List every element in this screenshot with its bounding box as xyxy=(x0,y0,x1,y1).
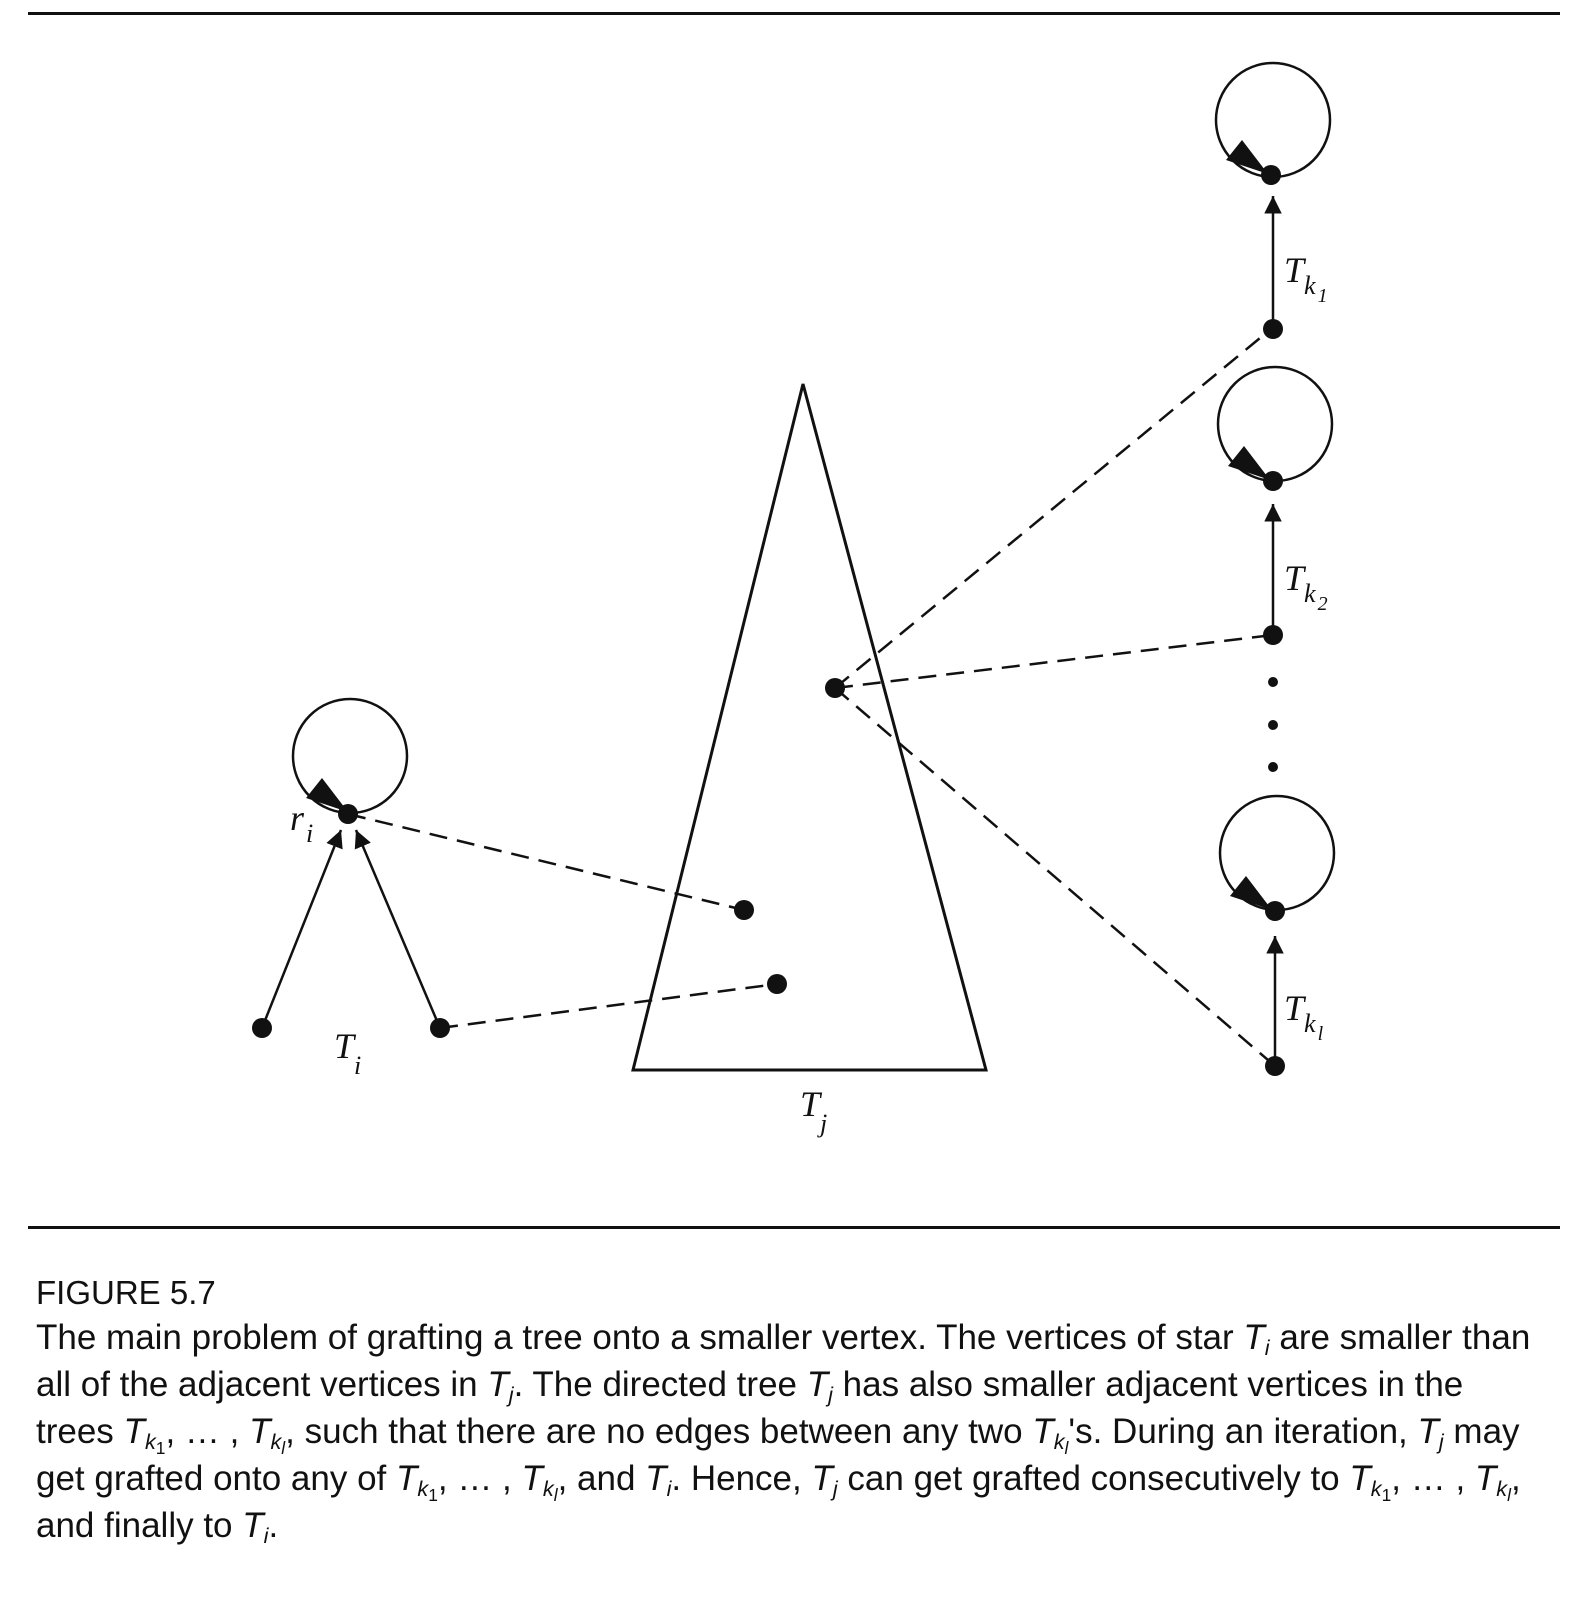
label-tj: Tj xyxy=(800,1084,827,1138)
vertex-tj-central xyxy=(825,678,845,698)
ellipsis-dot xyxy=(1268,677,1278,687)
top-rule xyxy=(28,12,1560,15)
vertex-tk2-leaf xyxy=(1263,625,1283,645)
vertex-tk2-root xyxy=(1263,471,1283,491)
vertex-ti-left-leaf xyxy=(252,1018,272,1038)
bottom-rule xyxy=(28,1226,1560,1229)
loop-arrowhead-tk2 xyxy=(1228,446,1270,480)
caption-text: The main problem of grafting a tree onto… xyxy=(36,1318,1531,1549)
loop-arrowhead-tk1 xyxy=(1226,140,1268,174)
dashed-edge-tj-to-tk2 xyxy=(834,633,1274,690)
label-ti: Ti xyxy=(334,1026,361,1080)
loop-arrowhead-tkl xyxy=(1230,876,1272,910)
dashed-edge-leaf-to-tj xyxy=(439,982,778,1030)
dashed-edge-tj-to-tk1 xyxy=(834,328,1272,689)
vertex-tk1-root xyxy=(1261,165,1281,185)
label-ri: ri xyxy=(290,798,313,848)
vertex-tkl-root xyxy=(1265,901,1285,921)
edge-right-leaf-to-ri xyxy=(354,829,442,1029)
ellipsis-dot xyxy=(1268,720,1278,730)
figure-caption: FIGURE 5.7 The main problem of grafting … xyxy=(36,1272,1536,1549)
vertex-ti-right-leaf xyxy=(430,1018,450,1038)
tree-tj-triangle xyxy=(631,383,988,1072)
ellipsis-dot xyxy=(1268,762,1278,772)
figure-number: FIGURE 5.7 xyxy=(36,1274,216,1311)
dashed-edge-ri-to-tj xyxy=(347,812,745,912)
loop-arrowhead-ri xyxy=(306,778,348,812)
vertex-ri xyxy=(338,804,358,824)
edge-left-leaf-to-ri xyxy=(260,829,343,1029)
vertex-tj-upper-inner xyxy=(734,900,754,920)
vertex-tkl-leaf xyxy=(1265,1056,1285,1076)
vertex-tj-lower-inner xyxy=(767,974,787,994)
vertex-tk1-leaf xyxy=(1263,319,1283,339)
dashed-edge-tj-to-tkl xyxy=(834,687,1276,1067)
ellipsis-dots xyxy=(1268,677,1278,772)
